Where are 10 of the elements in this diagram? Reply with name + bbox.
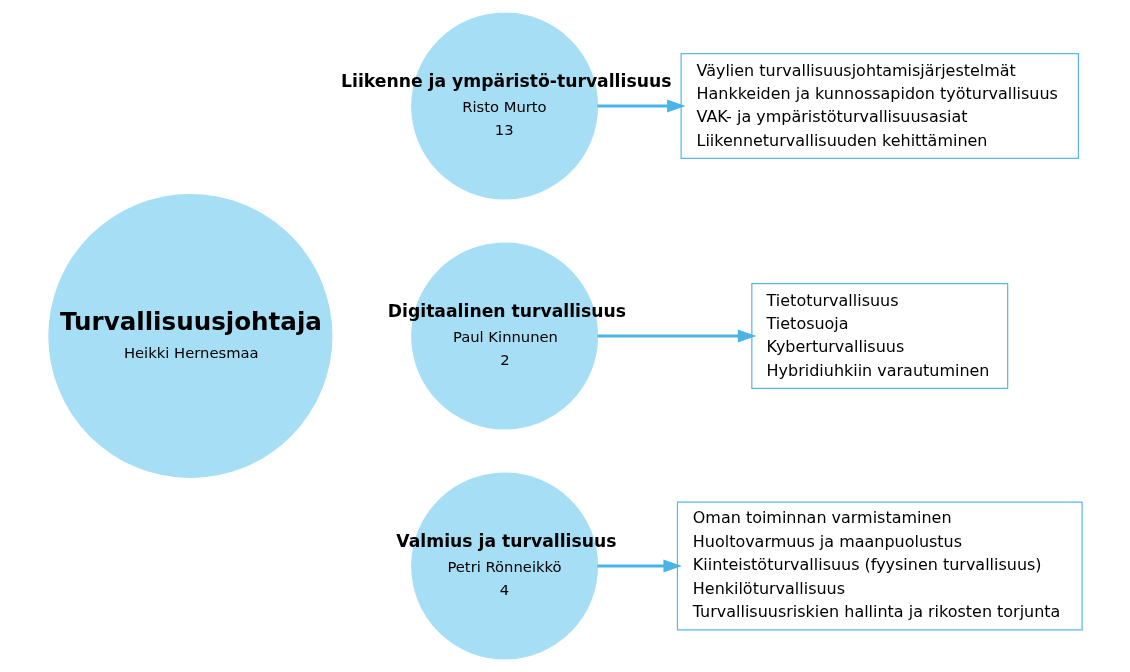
node-label: Digitaalinen turvallisuus: [387, 300, 626, 321]
arrow: [597, 99, 686, 113]
node-box: Oman toiminnan varmistaminen Huoltovarmuus ja maanpuolustus Kiinteistöturvallisuus (fyysinen turvallisuus) Henkilöturvallisuus Turvallisuusriskien hallinta ja rikosten torjunta: [676, 501, 1083, 631]
node-box: Tietoturvallisuus Tietosuoja Kyberturvallisuus Hybridiuhkiin varautuminen: [750, 283, 1008, 389]
node-box: Väylien turvallisuusjohtamisjärjestelmät Hankkeiden ja kunnossapidon työturvallisuus VAK- ja ympäristöturvallisuusasiat Liikenneturvallisuuden kehittäminen: [680, 53, 1079, 159]
arrow: [597, 559, 682, 573]
node-label: Valmius ja turvallisuus: [395, 530, 617, 551]
node-label: Liikenne ja ympäristö-turvallisuus: [340, 70, 671, 91]
arrow: [597, 329, 756, 343]
node-circle: Turvallisuusjohtaja Heikki Hernesmaa: [47, 193, 332, 479]
